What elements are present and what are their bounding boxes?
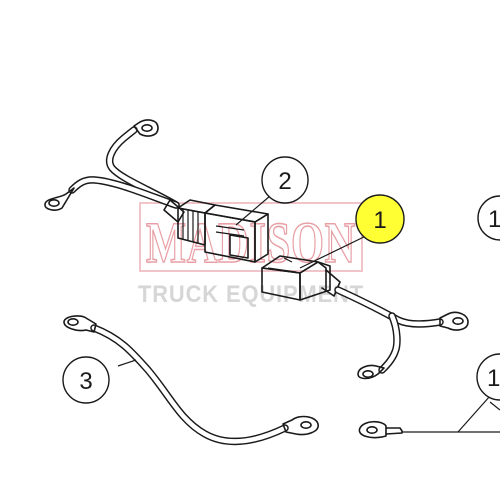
watermark-frame [139, 202, 363, 272]
jumper-cable-part-3 [63, 315, 319, 446]
callout-1-highlighted: 1 [355, 194, 405, 244]
watermark: MADISON TRUCK EQUIPMENT [138, 202, 363, 308]
callout-number: 2 [278, 168, 291, 195]
ring-terminal-icon [357, 364, 385, 380]
callout-number: 1 [373, 207, 386, 234]
callout-1-right-upper: 1 [477, 195, 500, 241]
harness-part-1-right [261, 255, 469, 380]
ring-lead-bottom-right [358, 420, 500, 439]
harness-part-1-left [44, 119, 269, 263]
connector-socket-icon [261, 255, 341, 301]
leader-line-1-right [457, 395, 491, 433]
callout-number: 1 [487, 365, 500, 392]
ring-terminal-icon [44, 187, 75, 211]
leader-line-1 [299, 233, 371, 269]
leader-line-2 [235, 195, 271, 226]
ring-terminal-icon [358, 420, 387, 439]
ring-terminal-icon [133, 119, 159, 137]
callout-number: 3 [79, 368, 92, 395]
ring-terminal-icon [439, 311, 469, 331]
callout-3: 3 [62, 356, 110, 404]
callout-1-right-lower: 1 [476, 353, 500, 401]
leader-line-3 [117, 359, 137, 367]
connector-plug-icon [177, 199, 269, 263]
ring-terminal-icon [282, 415, 319, 436]
ring-terminal-icon [63, 315, 97, 333]
callout-2: 2 [261, 156, 309, 204]
callout-number: 1 [488, 206, 500, 233]
leader-lines [117, 195, 500, 433]
